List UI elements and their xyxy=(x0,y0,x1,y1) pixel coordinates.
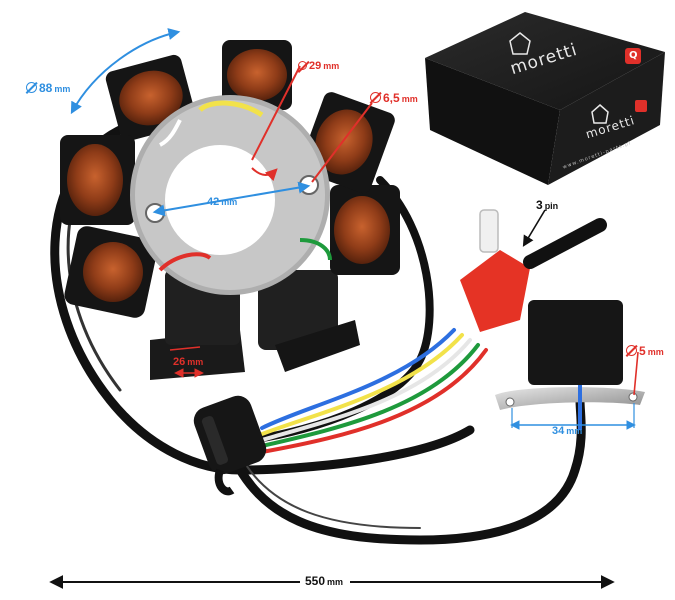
pickup-spacing-value: 34 xyxy=(552,425,565,437)
outer-diameter-arrow xyxy=(70,28,181,115)
connector-value: 3 xyxy=(536,198,543,212)
product-box xyxy=(425,12,665,185)
inner-diameter-arrow xyxy=(152,181,311,217)
diameter-icon xyxy=(626,345,637,356)
pad-width-unit: mm xyxy=(187,357,204,367)
hole-pointer xyxy=(311,102,373,183)
diameter-icon xyxy=(26,82,37,93)
connector-unit: pin xyxy=(544,201,559,211)
pad-width-value: 26 xyxy=(173,356,186,368)
pad-width-pointer xyxy=(169,346,201,351)
coil-height-unit: mm xyxy=(323,61,340,71)
pickup-hole-pointer xyxy=(633,351,639,396)
outer-diameter-value: 88 xyxy=(39,81,53,95)
pickup-sensor xyxy=(495,300,645,430)
diameter-icon xyxy=(298,61,307,70)
coil-height-pointer xyxy=(251,65,301,161)
outer-diameter-unit: mm xyxy=(54,84,71,94)
diameter-icon xyxy=(370,92,381,103)
box-badge: Q xyxy=(629,50,639,61)
pickup-hole-unit: mm xyxy=(647,347,664,357)
cable-length-unit: mm xyxy=(327,577,344,587)
cable-length-value: 550 xyxy=(305,574,326,588)
colored-wires xyxy=(260,328,488,454)
inner-diameter-value: 42 xyxy=(207,196,220,208)
pickup-spacing-unit: mm xyxy=(566,426,583,436)
stator xyxy=(60,40,400,380)
hole-diameter-unit: mm xyxy=(401,94,418,104)
coil-height-value: 29 xyxy=(309,60,322,72)
hole-diameter-value: 6,5 xyxy=(383,91,400,105)
red-connector xyxy=(460,209,607,332)
dimension-lines xyxy=(49,28,639,589)
inner-diameter-unit: mm xyxy=(221,197,238,207)
pickup-hole-value: 5 xyxy=(639,344,646,358)
cable-grommet xyxy=(193,395,267,496)
connector-pointer xyxy=(522,209,546,247)
